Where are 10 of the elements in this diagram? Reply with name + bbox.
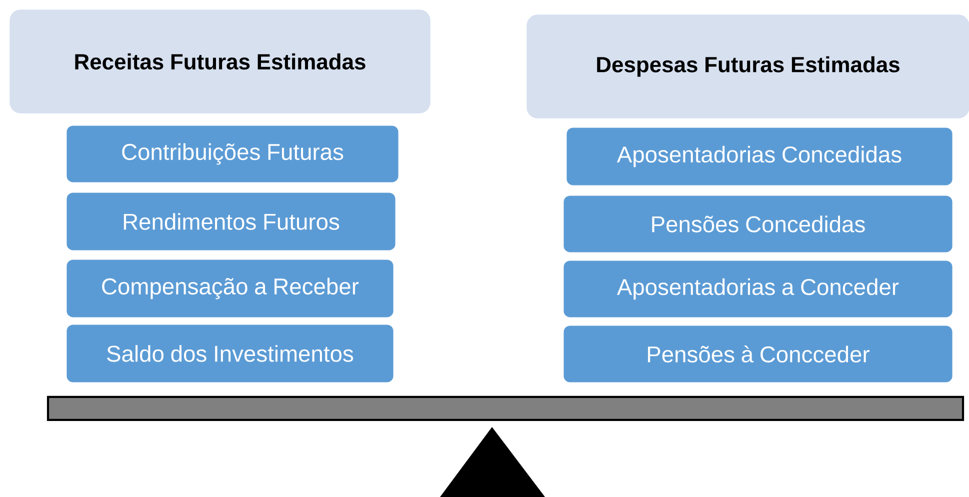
header-box: Receitas Futuras Estimadas	[10, 10, 430, 114]
category-box: Compensação a Receber	[65, 258, 395, 319]
category-box: Pensões à Concceder	[562, 324, 954, 384]
category-box: Aposentadorias Concedidas	[565, 126, 954, 187]
category-box: Aposentadorias a Conceder	[562, 259, 954, 319]
category-box: Rendimentos Futuros	[65, 191, 397, 252]
header-box: Despesas Futuras Estimadas	[526, 14, 969, 118]
category-box: Saldo dos Investimentos	[65, 323, 395, 384]
category-box: Contribuições Futuras	[65, 124, 400, 184]
category-box: Pensões Concedidas	[562, 194, 954, 254]
